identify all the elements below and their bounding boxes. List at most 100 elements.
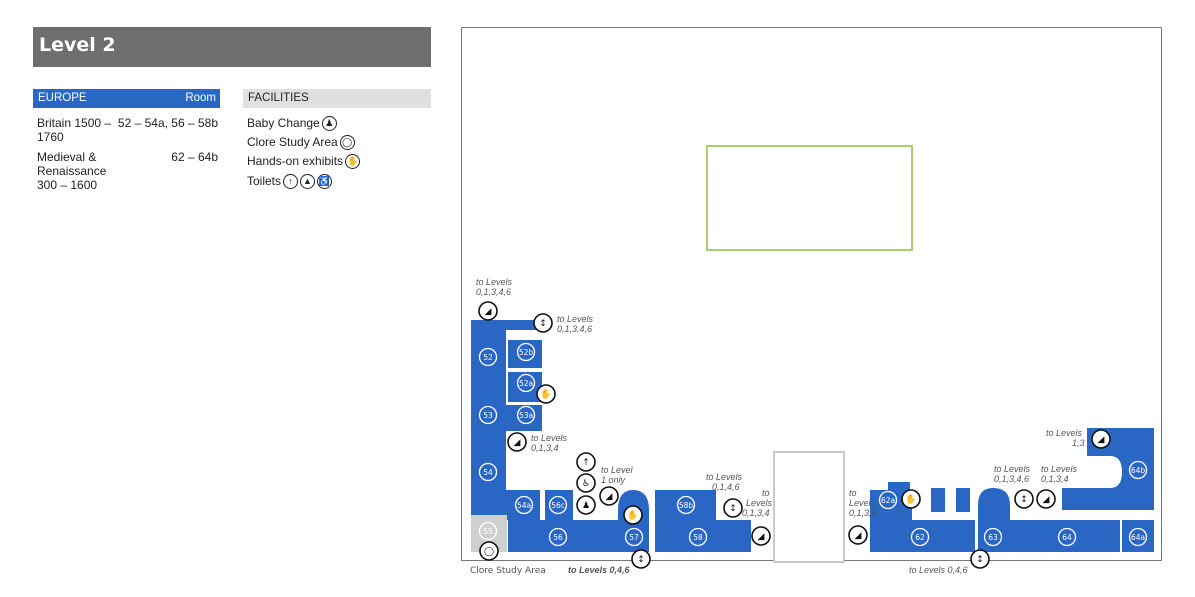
lightbulb-icon: ◯	[339, 134, 355, 150]
svg-text:↕: ↕	[729, 504, 737, 514]
baby-change-icon: ♟	[321, 115, 337, 131]
europe-heading: EUROPE	[38, 92, 87, 104]
accessible-toilet-icon[interactable]	[576, 473, 596, 493]
room-64b-block	[1062, 428, 1154, 510]
stairs-icon[interactable]	[507, 432, 527, 452]
room-64a[interactable]: 64a	[1128, 527, 1148, 547]
room-57-label: 57	[629, 533, 639, 542]
facilities-heading: FACILITIES	[248, 92, 309, 104]
stairs-icon[interactable]	[848, 525, 868, 545]
label-toilet-1: to Level	[601, 465, 634, 475]
room-56c-label: 56c	[551, 501, 565, 510]
room-62[interactable]: 62	[910, 527, 930, 547]
accessible-toilet-icon: ♿	[317, 173, 333, 189]
lift-icon[interactable]	[533, 313, 553, 333]
label-lift63-1: to Levels	[994, 464, 1031, 474]
room-63-label: 63	[988, 533, 998, 542]
svg-text:✋: ✋	[540, 388, 551, 400]
svg-text:✋: ✋	[905, 493, 916, 505]
stairs-icon[interactable]	[1091, 429, 1111, 449]
room-52b[interactable]: 52b	[516, 342, 536, 362]
label-stairs64-2: 0,1,3,4	[1041, 474, 1069, 484]
gallery-rooms: 62 – 64b	[171, 150, 218, 164]
room-56[interactable]: 56	[548, 527, 568, 547]
label-toilet-2: 1 only	[601, 475, 626, 485]
room-58[interactable]: 58	[688, 527, 708, 547]
room-62a[interactable]: 62a	[878, 490, 898, 510]
gallery-name: Britain 1500 – 1760	[37, 116, 112, 144]
svg-text:◢: ◢	[606, 492, 613, 502]
room-54-label: 54	[483, 468, 493, 477]
room-54a[interactable]: 54a	[514, 495, 534, 515]
label-lift-top-2: 0,1,3,4,6	[557, 324, 592, 334]
label-stairs64-1: to Levels	[1041, 464, 1078, 474]
label-stairs64b-2: 1,3	[1072, 438, 1085, 448]
label-stairs58-2: Levels	[746, 498, 773, 508]
label-lift58-2: 0,1,4,6	[712, 482, 740, 492]
female-toilet-icon: ▲	[300, 173, 316, 189]
room-58-label: 58	[693, 533, 703, 542]
room-55-label: 55	[483, 527, 493, 536]
svg-text:◯: ◯	[484, 547, 494, 557]
page-title: Level 2	[39, 34, 116, 56]
room-57[interactable]: 57	[624, 527, 644, 547]
svg-text:↕: ↕	[1020, 495, 1028, 505]
room-58b[interactable]: 58b	[676, 495, 696, 515]
label-clore: Clore Study Area	[470, 566, 546, 576]
room-52a-label: 52a	[519, 379, 533, 388]
baby-change-icon[interactable]	[576, 495, 596, 515]
facility-toilets[interactable]: Toilets ↑ ▲ ♿	[247, 173, 333, 189]
room-62-label: 62	[915, 533, 925, 542]
svg-text:↕: ↕	[637, 555, 645, 565]
room-53[interactable]: 53	[478, 405, 498, 425]
lightbulb-icon[interactable]	[479, 541, 499, 561]
svg-text:♟: ♟	[582, 501, 590, 511]
lift-icon[interactable]	[1014, 489, 1034, 509]
stairs-icon[interactable]	[1036, 489, 1056, 509]
stairs-icon[interactable]	[478, 301, 498, 321]
label-stairs58-1: to	[762, 488, 770, 498]
central-hall	[773, 451, 845, 563]
svg-text:◢: ◢	[1043, 495, 1050, 505]
label-lift57-bottom: to Levels 0,4,6	[568, 565, 631, 575]
room-64b[interactable]: 64b	[1128, 460, 1148, 480]
room-63[interactable]: 63	[983, 527, 1003, 547]
svg-text:♿: ♿	[582, 479, 590, 489]
stairs-icon[interactable]	[751, 526, 771, 546]
title-bar: Level 2	[33, 27, 431, 67]
label-lift63-bottom: to Levels 0,4,6	[909, 565, 968, 575]
lift-icon[interactable]	[723, 498, 743, 518]
label-stairs-top-1: to Levels	[476, 277, 513, 287]
toilets-icon[interactable]	[576, 452, 596, 472]
facility-label: Clore Study Area	[247, 135, 338, 149]
svg-text:◢: ◢	[514, 438, 521, 448]
room-52a[interactable]: 52a	[516, 373, 536, 393]
lift-icon[interactable]	[631, 549, 651, 569]
hand-icon[interactable]	[623, 505, 643, 525]
gallery-row-medieval[interactable]: Medieval & Renaissance 300 – 1600 62 – 6…	[37, 150, 218, 194]
lift-icon[interactable]	[970, 549, 990, 569]
room-64b-label: 64b	[1131, 466, 1146, 475]
room-55[interactable]: 55	[478, 521, 498, 541]
facility-baby-change[interactable]: Baby Change ♟	[247, 115, 337, 131]
svg-text:◢: ◢	[758, 532, 765, 542]
room-53a[interactable]: 53a	[516, 405, 536, 425]
facility-label: Toilets	[247, 174, 282, 188]
svg-text:↕: ↕	[539, 319, 547, 329]
gallery-rooms: 52 – 54a, 56 – 58b	[117, 116, 218, 130]
stairs-icon[interactable]	[599, 486, 619, 506]
hand-icon[interactable]	[901, 489, 921, 509]
room-56c[interactable]: 56c	[548, 495, 568, 515]
hand-icon[interactable]	[536, 384, 556, 404]
room-64[interactable]: 64	[1057, 527, 1077, 547]
label-stairs64b-1: to Levels	[1046, 428, 1083, 438]
room-52[interactable]: 52	[478, 347, 498, 367]
room-64-label: 64	[1062, 533, 1072, 542]
facility-clore-study[interactable]: Clore Study Area ◯	[247, 134, 355, 150]
room-56-label: 56	[553, 533, 563, 542]
male-toilet-icon: ↑	[283, 173, 299, 189]
facility-hands-on[interactable]: Hands-on exhibits ✋	[247, 153, 361, 169]
gallery-row-britain[interactable]: Britain 1500 – 1760 52 – 54a, 56 – 58b	[37, 116, 218, 148]
label-stairs62-2: Levels	[849, 498, 876, 508]
room-54[interactable]: 54	[478, 462, 498, 482]
